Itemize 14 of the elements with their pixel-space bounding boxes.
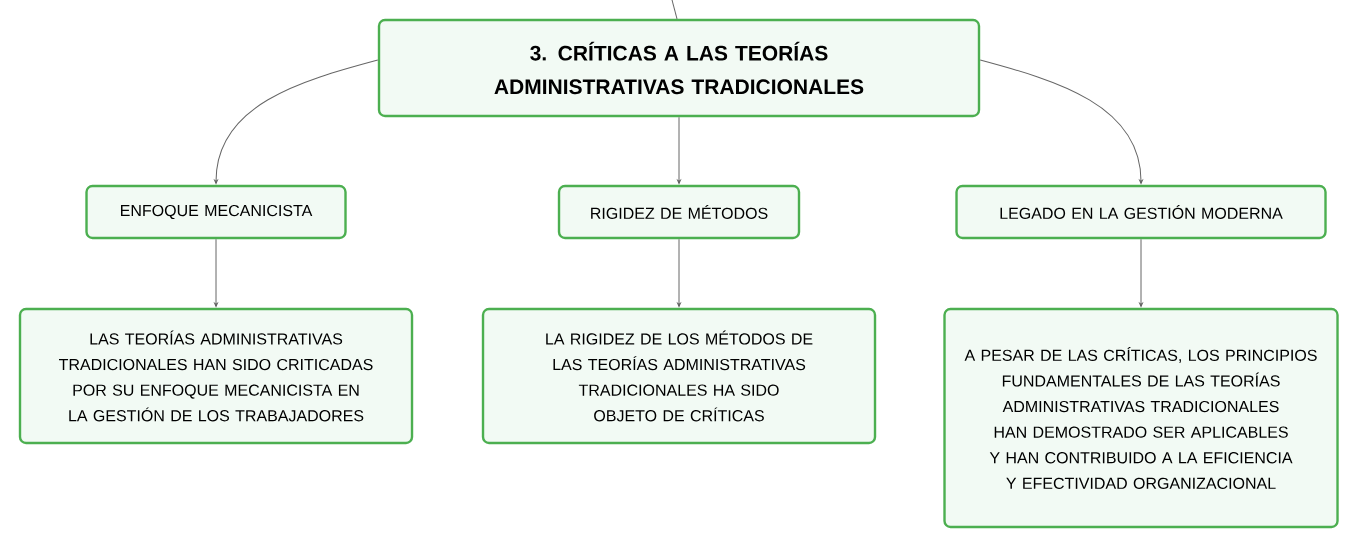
connector xyxy=(979,59,1143,184)
connector xyxy=(1139,238,1143,307)
title-box: 3. CRÍTICAS A LAS TEORÍAS ADMINISTRATIVAS TRADICIONALES xyxy=(377,18,981,118)
text-box: A PESAR DE LAS CRÍTICAS, LOS PRINCIPIOS FUNDAMENTALES DE LAS TEORÍAS ADMINISTRATIVAS TRADICIONALES HAN DEMOSTRADO SER APLICABLES Y HAN CONTRIBUIDO A LA EFICIENCIA Y EFECTIVIDAD ORGANIZACIONAL xyxy=(943,307,1339,529)
topic-box: LEGADO EN LA GESTIÓN MODERNA xyxy=(955,184,1327,240)
connector xyxy=(214,59,379,184)
topic-box: RIGIDEZ DE MÉTODOS xyxy=(557,184,801,240)
connector xyxy=(671,0,678,20)
connector xyxy=(677,116,681,184)
text-box: LAS TEORÍAS ADMINISTRATIVAS TRADICIONALES HAN SIDO CRITICADAS POR SU ENFOQUE MECANICISTA EN LA GESTIÓN DE LOS TRABAJADORES xyxy=(18,307,414,445)
connector xyxy=(214,238,218,307)
text-box: LA RIGIDEZ DE LOS MÉTODOS DE LAS TEORÍAS ADMINISTRATIVAS TRADICIONALES HA SIDO OBJETO DE CRÍTICAS xyxy=(481,307,877,445)
connector xyxy=(677,238,681,307)
topic-box: ENFOQUE MECANICISTA xyxy=(85,184,347,240)
